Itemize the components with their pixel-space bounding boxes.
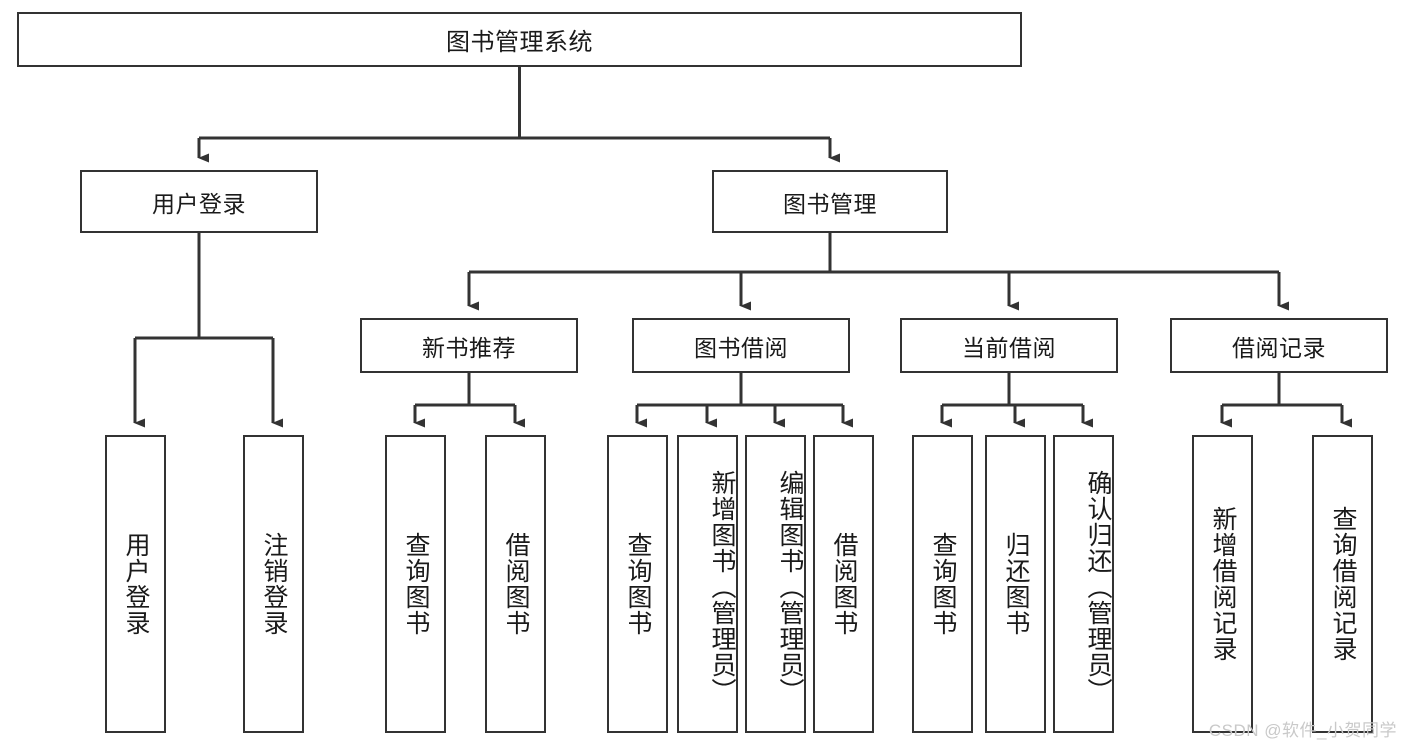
node-root-label: 图书管理系统 (446, 29, 593, 56)
leaf-add-book-label: 新增图书（管理员） (708, 470, 736, 704)
node-book-manage-label: 图书管理 (783, 190, 877, 217)
node-user-login[interactable]: 用户登录 (80, 170, 318, 233)
node-current-borrow[interactable]: 当前借阅 (900, 318, 1118, 373)
leaf-query-book-borrow[interactable]: 查询图书 (607, 435, 668, 733)
node-borrow-record[interactable]: 借阅记录 (1170, 318, 1388, 373)
leaf-return-book[interactable]: 归还图书 (985, 435, 1046, 733)
leaf-return-book-label: 归还图书 (1002, 532, 1030, 636)
leaf-query-book-recommend-label: 查询图书 (402, 532, 430, 636)
leaf-add-book[interactable]: 新增图书（管理员） (677, 435, 738, 733)
leaf-logout-login-label: 注销登录 (260, 532, 288, 636)
leaf-query-book-current[interactable]: 查询图书 (912, 435, 973, 733)
leaf-edit-book-label: 编辑图书（管理员） (776, 470, 804, 704)
leaf-edit-book[interactable]: 编辑图书（管理员） (745, 435, 806, 733)
leaf-query-borrow-record-label: 查询借阅记录 (1329, 506, 1357, 662)
leaf-borrow-book-recommend[interactable]: 借阅图书 (485, 435, 546, 733)
leaf-user-login-label: 用户登录 (122, 532, 150, 636)
leaf-add-borrow-record-label: 新增借阅记录 (1209, 506, 1237, 662)
leaf-confirm-return[interactable]: 确认归还（管理员） (1053, 435, 1114, 733)
node-borrow-record-label: 借阅记录 (1232, 334, 1326, 361)
leaf-add-borrow-record[interactable]: 新增借阅记录 (1192, 435, 1253, 733)
leaf-logout-login[interactable]: 注销登录 (243, 435, 304, 733)
leaf-query-book-borrow-label: 查询图书 (624, 532, 652, 636)
node-book-borrow-label: 图书借阅 (694, 334, 788, 361)
node-book-borrow[interactable]: 图书借阅 (632, 318, 850, 373)
node-book-manage[interactable]: 图书管理 (712, 170, 948, 233)
node-root-system[interactable]: 图书管理系统 (17, 12, 1022, 67)
node-current-borrow-label: 当前借阅 (962, 334, 1056, 361)
watermark: CSDN @软件_小贺同学 (1208, 721, 1397, 740)
node-new-book-recommend[interactable]: 新书推荐 (360, 318, 578, 373)
leaf-query-borrow-record[interactable]: 查询借阅记录 (1312, 435, 1373, 733)
leaf-borrow-book-label: 借阅图书 (830, 532, 858, 636)
node-new-book-recommend-label: 新书推荐 (422, 334, 516, 361)
leaf-borrow-book-recommend-label: 借阅图书 (502, 532, 530, 636)
leaf-query-book-current-label: 查询图书 (929, 532, 957, 636)
leaf-borrow-book[interactable]: 借阅图书 (813, 435, 874, 733)
leaf-user-login[interactable]: 用户登录 (105, 435, 166, 733)
leaf-query-book-recommend[interactable]: 查询图书 (385, 435, 446, 733)
leaf-confirm-return-label: 确认归还（管理员） (1084, 470, 1112, 704)
node-user-login-label: 用户登录 (152, 190, 246, 217)
